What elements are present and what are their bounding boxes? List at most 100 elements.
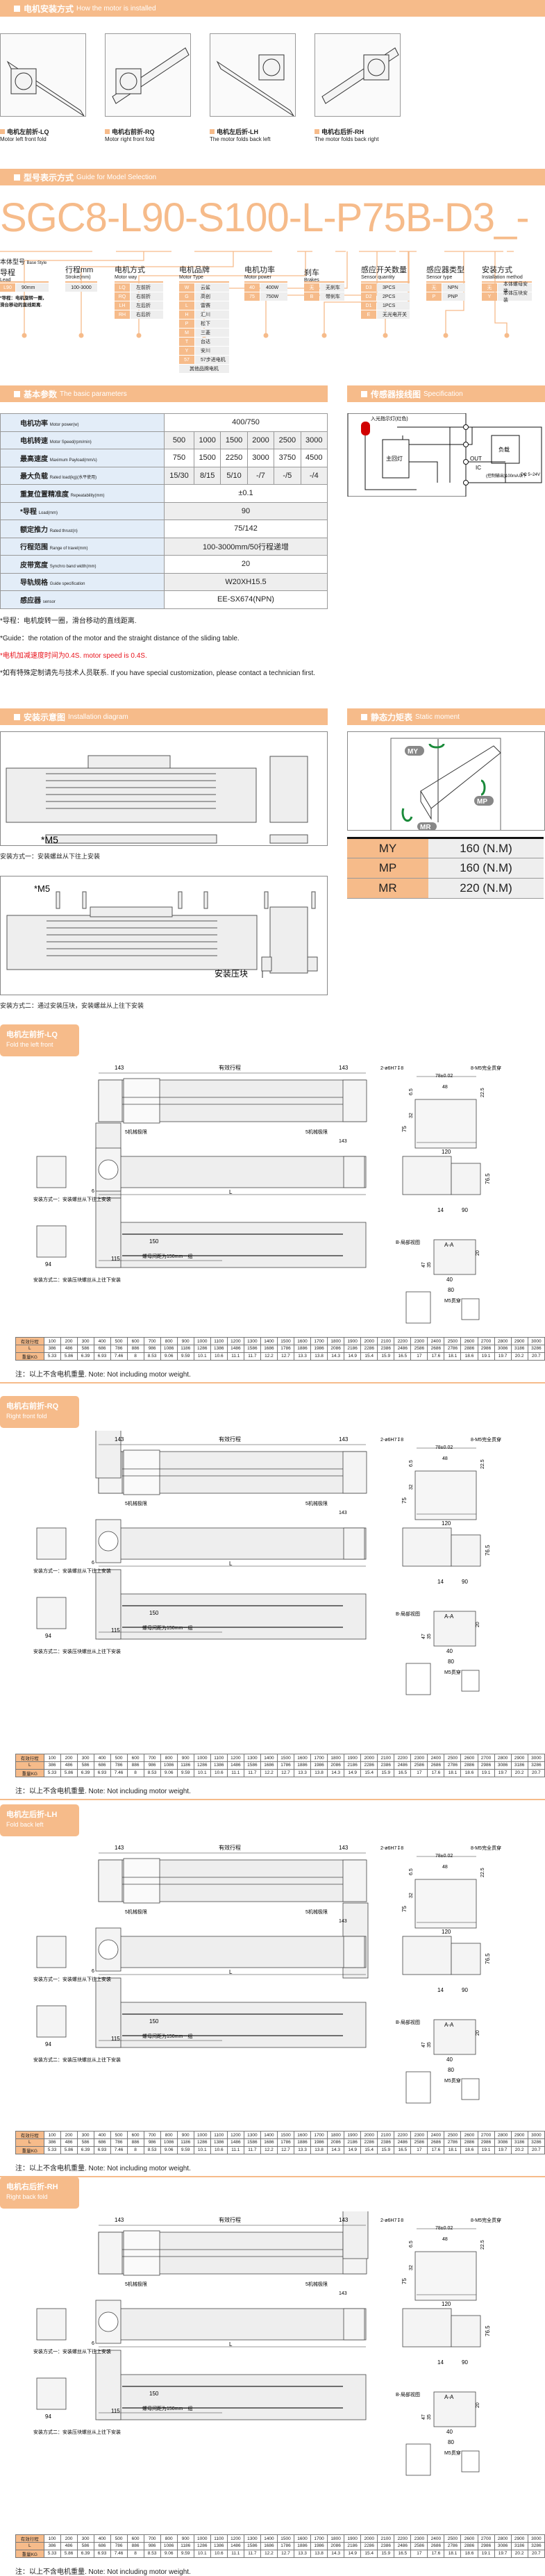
table-cell: 1586 [243,2542,261,2550]
dimension-label: 6.5 [409,1460,414,1467]
table-cell: 2800 [494,2131,512,2139]
install-diagram-1: *M5 [0,731,328,846]
led-label: 入光指示灯(红色) [371,415,408,422]
table-cell: 886 [126,2138,144,2147]
table-cell: 600 [126,1337,144,1345]
table-cell: 1586 [243,2138,261,2147]
table-cell: 500 [110,2534,128,2543]
m5-label: *M5 [34,883,50,894]
option-code: 无 [482,283,497,292]
option-value: 带刹车 [320,292,344,301]
table-cell: 1286 [193,2138,211,2147]
table-cell: 2700 [477,1337,495,1345]
dc-label: DC 5~24V [521,473,540,477]
motor-body [342,2211,369,2259]
param-value: 20 [164,555,328,574]
dimension-label: 35 [427,2042,432,2047]
dimension-label: 94 [45,1261,51,1268]
motor-mode-en: The motor folds back left [210,136,271,142]
table-cell: 18.6 [460,2549,478,2558]
moment-value: 160 (N.M) [428,838,544,858]
category-en: Motor Type [179,275,203,280]
dimension-label: 8-M5完全贯穿 [471,1436,501,1443]
dimension-label: 螺母间距为150mm一组 [142,1624,192,1631]
table-cell: 1300 [243,1754,261,1762]
dimension-label: 35 [427,1262,432,1268]
table-cell: 2786 [444,1345,462,1353]
header-zh: 传感器接线图 [371,389,421,399]
table-cell: 500 [110,1754,128,1762]
m5-label: *M5 [41,834,58,845]
dimension-label: M5贯穿 [444,1669,461,1675]
table-cell: 3086 [494,1345,512,1353]
note-line: *导程：电机旋转一圈，滑台移动的直线距离. [0,617,137,625]
header-en: Guide for Model Selection [76,173,157,181]
table-cell: 2800 [494,2534,512,2543]
table-cell: 986 [143,2138,161,2147]
table-cell: 16.5 [394,2549,412,2558]
table-cell: 1386 [210,2138,228,2147]
bullet-icon [105,129,110,134]
dimension-label: M5贯穿 [444,2450,461,2456]
table-cell: 11.1 [226,1352,244,1361]
motor-mode-image [0,33,86,117]
table-cell: 12.7 [276,1352,295,1361]
param-value: 3000 [246,449,275,467]
option-value: 云鲨 [195,283,229,292]
header-zh: 安装示意图 [24,712,66,722]
table-cell: 11.7 [243,2145,261,2154]
table-cell: 10.1 [193,1768,211,1777]
table-cell: 7.46 [110,1768,128,1777]
dimension-label: A-A [444,1613,454,1620]
table-cell: 2700 [477,2131,495,2139]
table-cell: 20.2 [510,2549,528,2558]
table-cell: 17 [410,1352,428,1361]
table-cell: 17.6 [427,2145,445,2154]
table-cell: 10.1 [193,2145,211,2154]
dimension-label: 94 [45,2041,51,2047]
param-value: 1500 [193,449,221,467]
row-header: 重量KG [15,2549,44,2558]
table-cell: 17 [410,2145,428,2154]
table-cell: 100 [43,1754,61,1762]
table-cell: 1500 [276,2131,295,2139]
param-label: 最高速度 Maximum Payload(mm/s) [0,449,165,467]
row-header: 重量KG [15,1352,44,1361]
table-cell: 2686 [427,2138,445,2147]
dimension-label: 120 [442,2301,451,2307]
dimension-label: 安装方式二：安装压块螺丝从上往下安装 [33,1648,121,1654]
dimension-label: 143 [339,1845,349,1851]
option-code: 无 [426,283,442,292]
table-cell: 3000 [527,2131,545,2139]
table-cell: 1286 [193,2542,211,2550]
option-value: 松下 [195,319,229,328]
option-code: RQ [115,292,130,301]
table-cell: 19.7 [494,2549,512,2558]
table-cell: 200 [60,2534,78,2543]
option-code: G [179,292,194,301]
table-cell: 15.9 [377,2145,395,2154]
note-line: *如有特殊定制请先与技术人员联系. If you have special cu… [0,670,316,677]
table-cell: 1900 [344,1337,362,1345]
table-cell: 1086 [160,2542,178,2550]
table-cell: 400 [93,1337,111,1345]
category-en: Brakes [304,278,319,283]
category-zh: 感应器类型 [426,266,464,274]
option-value: 雷赛 [195,301,229,310]
param-value: 4500 [300,449,328,467]
table-cell: 1186 [176,2138,194,2147]
table-cell: 14.9 [344,1352,362,1361]
table-cell: 18.1 [444,2549,462,2558]
param-value: 1000 [193,431,221,449]
table-cell: 900 [176,1754,194,1762]
dimension-label: 8-M5完全贯穿 [471,2217,501,2223]
dimension-label: 80 [448,2067,454,2073]
param-value: 750 [164,449,194,467]
table-cell: 786 [110,1761,128,1770]
